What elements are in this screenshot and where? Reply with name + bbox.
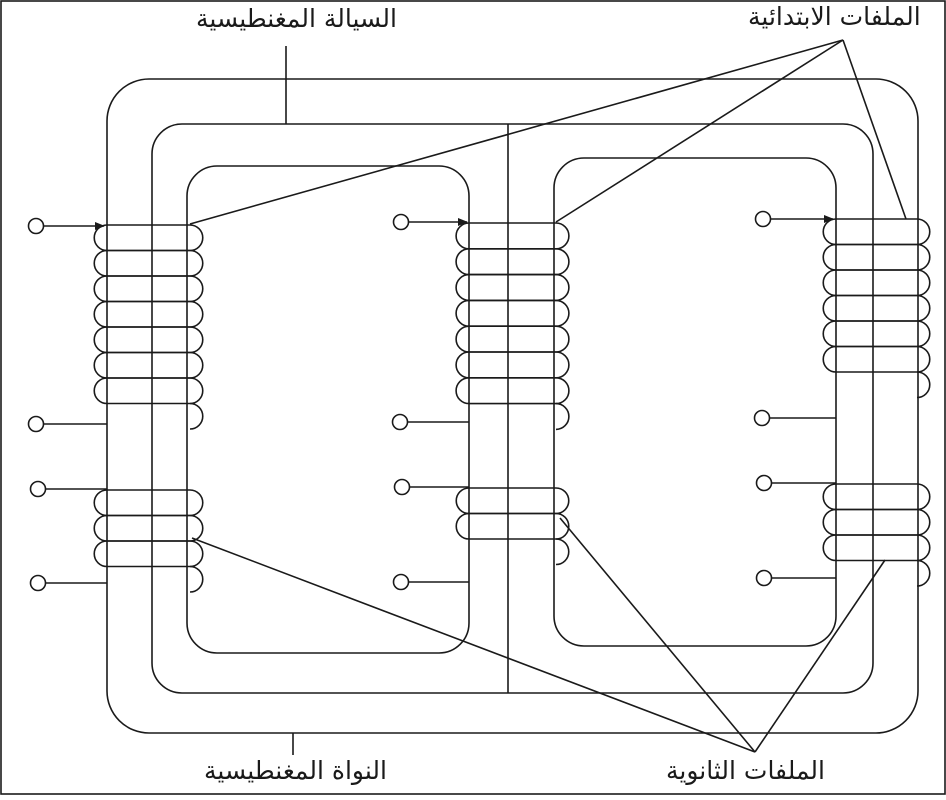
secondary-coil-right-turn [822,483,931,511]
primary-coil-center-turn [455,377,570,405]
terminal-secondary-right-out [755,569,773,587]
terminal-primary-right-out [753,409,771,427]
secondary-coil-left-tail [189,565,204,593]
primary-coil-right-turn [822,345,931,373]
leader-primary-center [555,39,844,223]
terminal-primary-left-out [27,415,45,433]
primary-coil-center-tail [555,402,570,431]
core-outer-outline [106,78,919,734]
primary-coil-right-turn [822,218,931,246]
leader-secondary-left [191,537,756,753]
magnetic-flux-label: السيالة المغنطيسية [196,4,397,33]
secondary-coil-center-tail [555,538,570,566]
core-window-left [186,165,470,654]
primary-windings-label: الملفات الابتدائية [748,2,921,31]
primary-coil-left-turn [93,377,204,405]
primary-coil-center-turn [455,299,570,327]
leader-secondary-right [754,559,886,753]
leader-primary-left [189,39,844,225]
terminal-primary-center-out [391,413,409,431]
terminal-secondary-left-in [29,480,47,498]
terminal-primary-left-in [27,217,45,235]
primary-coil-right-turn [822,243,931,271]
primary-coil-center-turn [455,222,570,250]
terminal-primary-right-in [754,210,772,228]
terminal-primary-center-in [392,213,410,231]
terminal-secondary-center-out [392,573,410,591]
secondary-coil-right-turn [822,534,931,562]
primary-coil-left-tail [189,402,204,430]
secondary-windings-label: الملفات الثانوية [666,756,825,785]
terminal-secondary-center-in [393,478,411,496]
secondary-coil-center-turn [455,512,570,540]
magnetic-core-label: النواة المغنطيسية [204,756,387,785]
leader-primary-right [842,39,907,220]
secondary-coil-right-turn [822,508,931,536]
flux-path-outline [151,123,874,694]
primary-coil-right-turn [822,320,931,348]
secondary-coil-center-turn [455,487,570,515]
primary-coil-center-turn [455,325,570,353]
core-window-right [553,157,837,647]
primary-coil-right-turn [822,269,931,297]
leader-secondary-center [559,517,756,753]
primary-coil-center-turn [455,351,570,379]
primary-coil-right-tail [916,371,931,399]
secondary-coil-left-turn [93,540,204,568]
primary-coil-right-turn [822,294,931,322]
primary-coil-center-turn [455,248,570,276]
terminal-secondary-left-out [29,574,47,592]
terminal-secondary-right-in [755,474,773,492]
secondary-coil-right-tail [916,559,931,587]
primary-coil-center-turn [455,273,570,302]
